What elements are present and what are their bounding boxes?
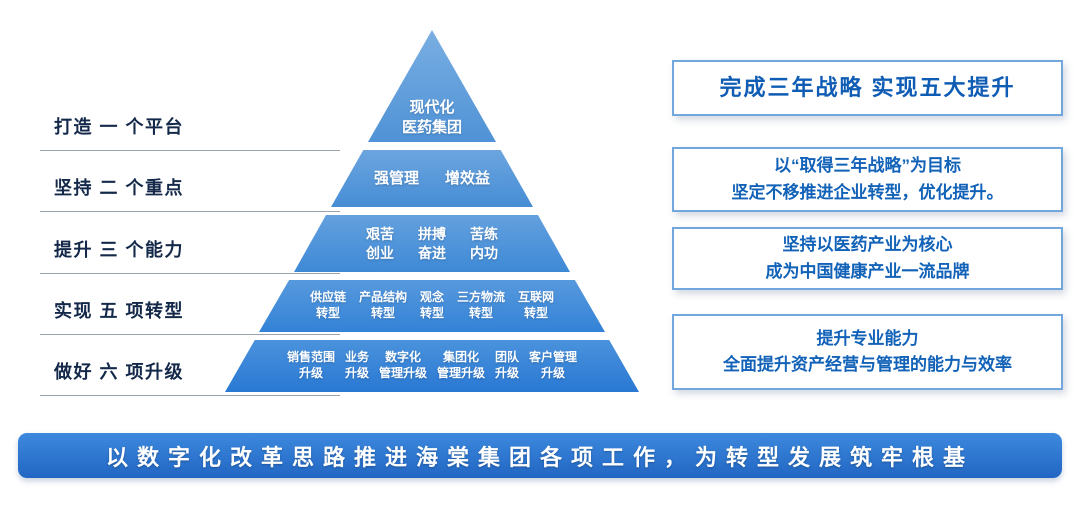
pyramid-item: 增效益 (445, 169, 491, 187)
bottom-banner-text: 以数字化改革思路推进海棠集团各项工作，为转型发展筑牢根基 (105, 444, 974, 470)
level-label-text: 做好 六 项升级 (54, 362, 185, 382)
info-box-text: 坚持以医药产业为核心 成为中国健康产业一流品牌 (765, 235, 970, 281)
pyramid-item: 业务 升级 (344, 350, 369, 380)
pyramid-item: 数字化 管理升级 (378, 350, 427, 380)
level-label-text: 实现 五 项转型 (54, 301, 185, 321)
level-label-text: 提升 三 个能力 (54, 240, 185, 260)
pyramid-item: 拼搏 奋进 (418, 226, 446, 261)
pyramid-item: 观念 转型 (419, 290, 444, 320)
level-label-five-transformations: 实现 五 项转型 (40, 297, 340, 335)
level-label-one-platform: 打造 一 个平台 (40, 113, 340, 151)
pyramid-item: 销售范围 升级 (286, 350, 335, 380)
info-box-text: 完成三年战略 实现五大提升 (719, 74, 1016, 100)
level-label-text: 打造 一 个平台 (54, 117, 185, 137)
pyramid-item: 苦练 内功 (470, 226, 498, 261)
pyramid-level-5: 销售范围 升级 业务 升级 数字化 管理升级 集团化 管理升级 团队 升级 客户… (225, 340, 639, 392)
pyramid-item: 供应链 转型 (309, 290, 346, 320)
pyramid-item: 产品结构 转型 (358, 290, 407, 320)
info-box-core-industry: 坚持以医药产业为核心 成为中国健康产业一流品牌 (672, 227, 1063, 290)
pyramid-level-4: 供应链 转型 产品结构 转型 观念 转型 三方物流 转型 互联网 转型 (259, 280, 605, 332)
pyramid-level-3: 艰苦 创业 拼搏 奋进 苦练 内功 (294, 215, 570, 272)
pyramid-item: 互联网 转型 (518, 290, 555, 320)
pyramid-item: 客户管理 升级 (529, 350, 578, 380)
pyramid-item: 集团化 管理升级 (437, 350, 486, 380)
pyramid-item: 三方物流 转型 (457, 290, 506, 320)
pyramid-item: 现代化 医药集团 (401, 99, 462, 136)
level-label-two-priorities: 坚持 二 个重点 (40, 174, 340, 212)
bottom-banner: 以数字化改革思路推进海棠集团各项工作，为转型发展筑牢根基 (18, 433, 1062, 478)
info-box-strategy-headline: 完成三年战略 实现五大提升 (672, 60, 1063, 116)
info-box-text: 以“取得三年战略”为目标 坚定不移推进企业转型，优化提升。 (731, 156, 1004, 202)
level-label-text: 坚持 二 个重点 (54, 178, 185, 198)
level-label-six-upgrades: 做好 六 项升级 (40, 358, 340, 396)
pyramid-item: 团队 升级 (495, 350, 520, 380)
pyramid-item: 艰苦 创业 (366, 226, 394, 261)
pyramid-level-1: 现代化 医药集团 (368, 30, 496, 142)
pyramid-level-2: 强管理 增效益 (331, 150, 533, 207)
info-box-text: 提升专业能力 全面提升资产经营与管理的能力与效率 (723, 328, 1012, 374)
info-box-capability: 提升专业能力 全面提升资产经营与管理的能力与效率 (672, 314, 1063, 390)
info-box-goal: 以“取得三年战略”为目标 坚定不移推进企业转型，优化提升。 (672, 147, 1063, 212)
pyramid-item: 强管理 (373, 169, 419, 187)
level-label-three-abilities: 提升 三 个能力 (40, 236, 340, 274)
